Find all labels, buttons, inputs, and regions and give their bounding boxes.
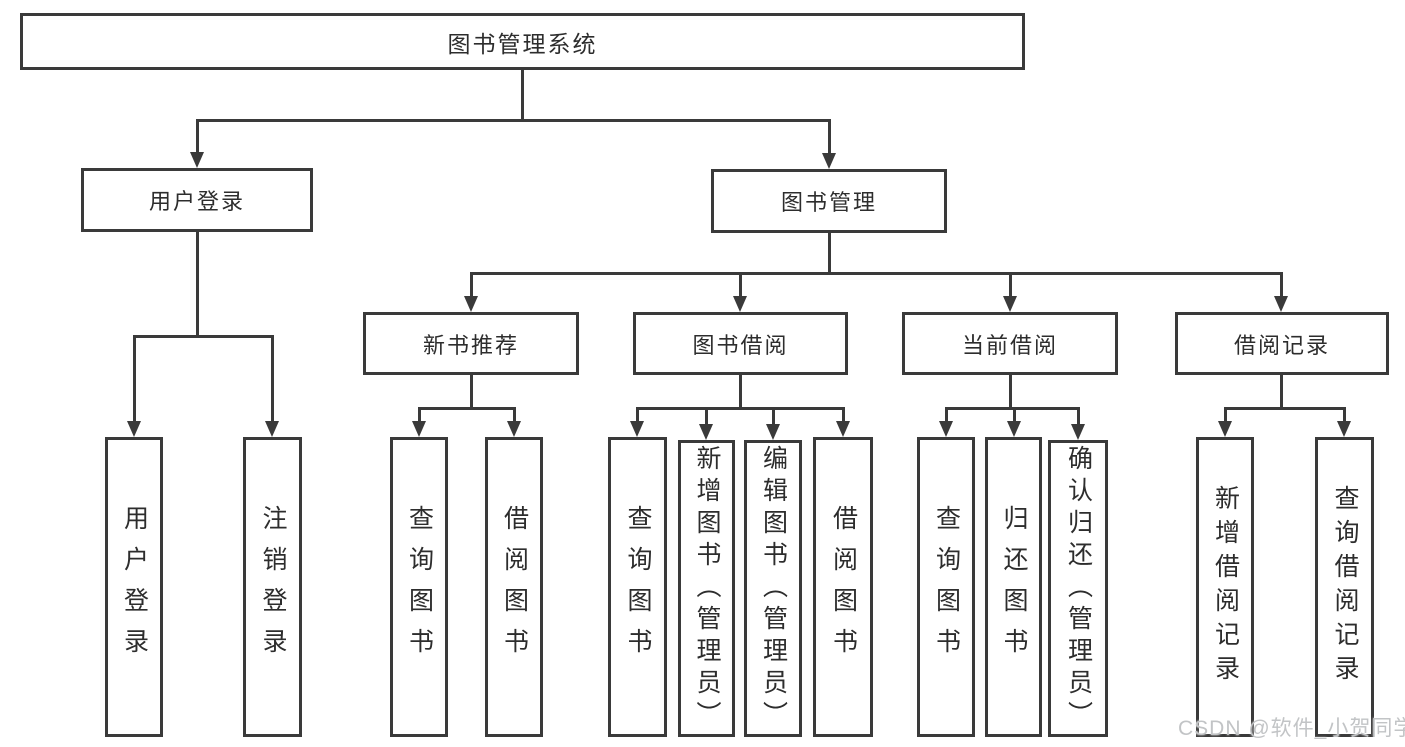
connector-borrow-records-rail xyxy=(1224,407,1345,410)
node-root-system: 图书管理系统 xyxy=(20,13,1025,70)
node-new-book-recommend: 新书推荐 xyxy=(363,312,579,375)
connector-stem xyxy=(842,407,845,423)
arrow-down-icon xyxy=(699,424,713,440)
arrow-down-icon xyxy=(265,421,279,437)
connector-book-borrow-rail xyxy=(636,407,844,410)
arrow-down-icon xyxy=(1274,296,1288,312)
arrow-down-icon xyxy=(1003,296,1017,312)
leaf-query-books: 查询图书 xyxy=(608,437,667,737)
leaf-query-borrow-record: 查询借阅记录 xyxy=(1315,437,1374,737)
arrow-down-icon xyxy=(822,153,836,169)
connector-current-borrow-rail xyxy=(945,407,1079,410)
connector-stem xyxy=(1013,407,1016,423)
leaf-add-borrow-record: 新增借阅记录 xyxy=(1196,437,1254,737)
connector-borrow-records-stem xyxy=(1280,374,1283,409)
connector-stem xyxy=(1224,407,1227,423)
connector-current-borrow-stem xyxy=(1009,374,1012,409)
arrow-down-icon xyxy=(733,296,747,312)
leaf-query-books: 查询图书 xyxy=(917,437,975,737)
connector-stem xyxy=(705,407,708,426)
leaf-add-books-admin: 新增图书（管理员） xyxy=(678,440,735,737)
leaf-edit-books-admin: 编辑图书（管理员） xyxy=(744,440,802,737)
arrow-down-icon xyxy=(1071,424,1085,440)
connector-stem xyxy=(945,407,948,423)
connector-book-borrow-stem xyxy=(739,374,742,409)
leaf-user-login: 用户登录 xyxy=(105,437,163,737)
node-current-borrowing: 当前借阅 xyxy=(902,312,1118,375)
leaf-confirm-return-admin: 确认归还（管理员） xyxy=(1048,440,1108,737)
arrow-down-icon xyxy=(412,421,426,437)
connector-level3-rail xyxy=(470,272,1283,275)
connector-user-login-rail xyxy=(133,335,274,338)
node-borrow-records: 借阅记录 xyxy=(1175,312,1389,375)
connector-level2-rail xyxy=(196,119,831,122)
arrow-down-icon xyxy=(939,421,953,437)
arrow-down-icon xyxy=(1337,421,1351,437)
connector-stem xyxy=(133,335,136,423)
arrow-down-icon xyxy=(1218,421,1232,437)
arrow-down-icon xyxy=(507,421,521,437)
leaf-logout: 注销登录 xyxy=(243,437,302,737)
connector-book-mgmt-stem xyxy=(828,232,831,274)
connector-stem xyxy=(739,272,742,298)
arrow-down-icon xyxy=(190,152,204,168)
connector-stem xyxy=(418,407,421,423)
connector-new-book-rail xyxy=(418,407,516,410)
connector-stem xyxy=(1077,407,1080,426)
arrow-down-icon xyxy=(464,296,478,312)
arrow-down-icon xyxy=(630,421,644,437)
node-book-borrowing: 图书借阅 xyxy=(633,312,848,375)
connector-stem xyxy=(513,407,516,423)
arrow-down-icon xyxy=(127,421,141,437)
arrow-down-icon xyxy=(836,421,850,437)
connector-stem xyxy=(1009,272,1012,298)
node-book-management: 图书管理 xyxy=(711,169,947,233)
connector-stem xyxy=(271,335,274,423)
leaf-return-books: 归还图书 xyxy=(985,437,1042,737)
connector-stem xyxy=(196,119,199,154)
leaf-borrow-books: 借阅图书 xyxy=(813,437,873,737)
connector-stem xyxy=(636,407,639,423)
connector-stem xyxy=(1343,407,1346,423)
connector-stem xyxy=(772,407,775,426)
connector-new-book-stem xyxy=(470,374,473,409)
connector-root-stem xyxy=(521,68,524,121)
leaf-borrow-books: 借阅图书 xyxy=(485,437,543,737)
connector-user-login-stem xyxy=(196,231,199,337)
connector-stem xyxy=(470,272,473,298)
arrow-down-icon xyxy=(1007,421,1021,437)
leaf-query-books: 查询图书 xyxy=(390,437,448,737)
connector-stem xyxy=(828,119,831,155)
connector-stem xyxy=(1280,272,1283,298)
arrow-down-icon xyxy=(766,424,780,440)
watermark: CSDN @软件_小贺同学 xyxy=(1178,717,1405,740)
node-user-login: 用户登录 xyxy=(81,168,313,232)
